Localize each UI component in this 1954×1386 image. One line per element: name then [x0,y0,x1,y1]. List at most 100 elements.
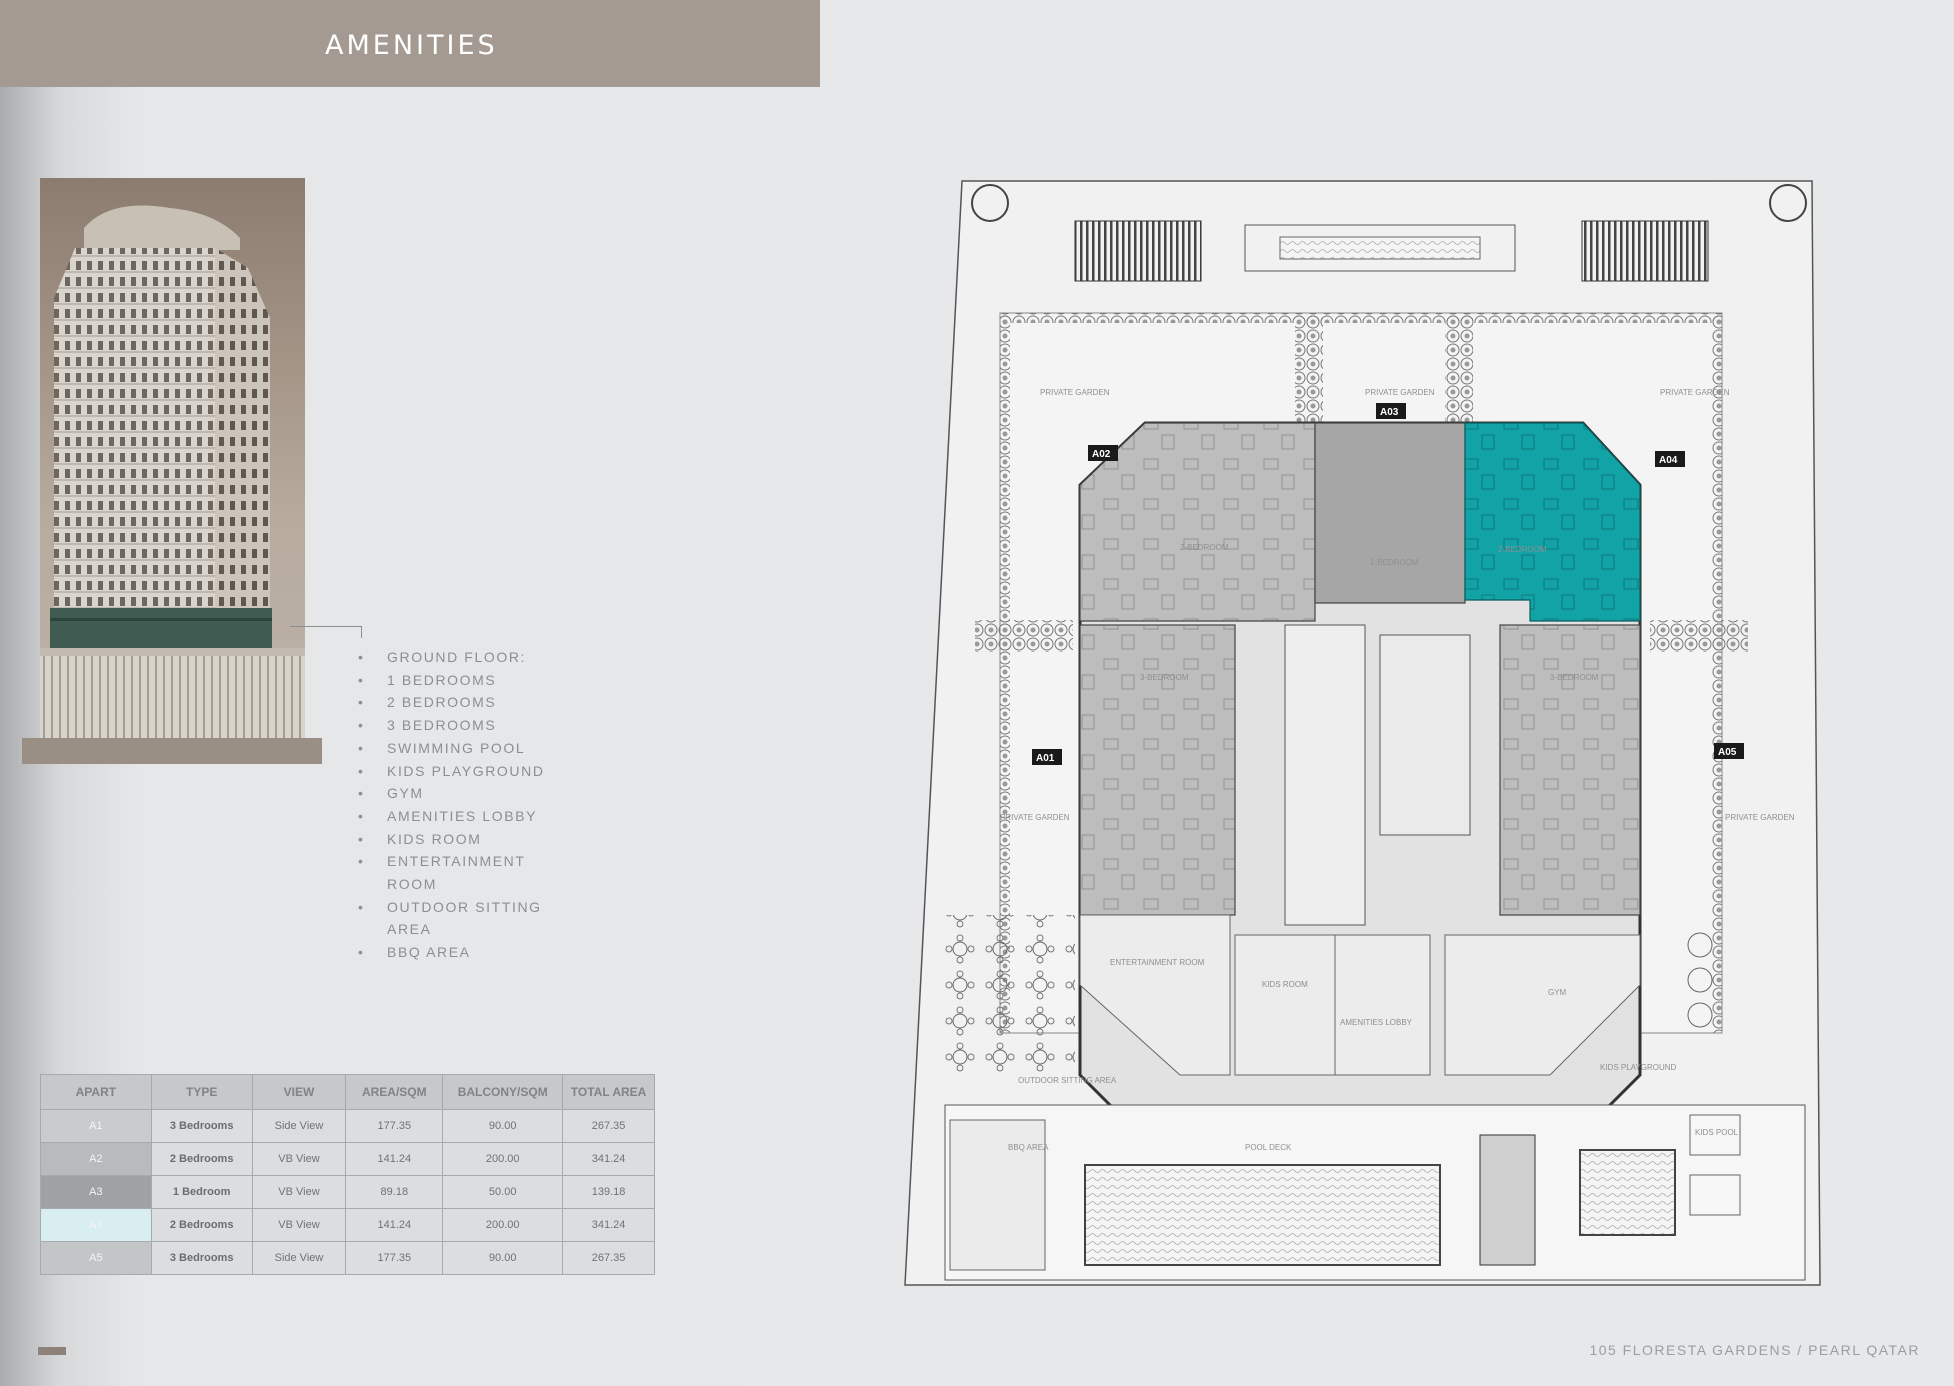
view-cell: VB View [251,1142,347,1176]
playground-equipment-icon [1687,932,1713,958]
label-gym: GYM [1548,988,1567,997]
table-row: A4 2 Bedrooms VB View 141.24 200.00 341.… [40,1208,655,1242]
kids-pool [1579,1149,1676,1236]
view-cell: Side View [251,1109,347,1143]
total-cell: 267.35 [562,1241,655,1275]
list-item: 3 BEDROOMS [358,714,578,737]
label-three-bedroom: 3-BEDROOM [1140,673,1189,682]
label-kids-pool: KIDS POOL [1695,1128,1739,1137]
bbq-area [949,1119,1046,1271]
hedge [1000,313,1010,1033]
apart-cell: A3 [40,1175,152,1209]
pergola-right [1581,220,1709,282]
type-cell: 2 Bedrooms [150,1208,253,1242]
list-item: KIDS PLAYGROUND [358,760,578,783]
water-feature [1244,224,1516,272]
floor-plan: PRIVATE GARDEN PRIVATE GARDEN PRIVATE GA… [904,180,1821,1286]
label-private-garden: PRIVATE GARDEN [1040,388,1110,397]
label-entertainment-room: ENTERTAINMENT ROOM [1110,958,1205,967]
hedge [1000,313,1722,323]
column-header-area: AREA/SQM [345,1074,444,1110]
column-header-apart: APART [40,1074,152,1110]
hedge [975,620,1073,652]
column-header-total: TOTAL AREA [562,1074,655,1110]
balcony-cell: 50.00 [442,1175,564,1209]
planter [1689,1114,1741,1156]
list-item: 2 BEDROOMS [358,691,578,714]
outdoor-sitting-tables [945,915,1075,1075]
label-private-garden: PRIVATE GARDEN [1660,388,1730,397]
apart-cell: A5 [40,1241,152,1275]
column-header-view: VIEW [251,1074,347,1110]
apartment-a05 [1499,624,1641,916]
apartment-a01 [1079,624,1236,916]
apart-cell: A2 [40,1142,152,1176]
apartment-a02 [1079,422,1316,622]
list-item: GYM [358,782,578,805]
core-stairs [1284,624,1366,926]
list-item: BBQ AREA [358,941,578,964]
legend-connector [290,626,362,627]
unit-tag-a02: A02 [1088,445,1118,461]
hedge [1445,313,1473,423]
label-private-garden: PRIVATE GARDEN [1725,813,1795,822]
legend-connector-tick [361,626,362,638]
area-cell: 177.35 [345,1241,444,1275]
view-cell: VB View [251,1175,347,1209]
list-item: ENTERTAINMENT ROOM [358,850,578,895]
label-private-garden: PRIVATE GARDEN [1365,388,1435,397]
apart-cell: A4 [40,1208,152,1242]
footer-page-mark [38,1347,66,1355]
pergola-left [1074,220,1202,282]
label-two-bedroom: 2-BEDROOM [1180,543,1229,552]
apart-cell: A1 [40,1109,152,1143]
area-cell: 141.24 [345,1208,444,1242]
label-three-bedroom: 3-BEDROOM [1550,673,1599,682]
tree-icon [971,184,1009,222]
core-lifts [1379,634,1471,836]
svg-text:A01: A01 [1036,753,1055,764]
type-cell: 3 Bedrooms [150,1241,253,1275]
balcony-cell: 90.00 [442,1241,564,1275]
table-row: A3 1 Bedroom VB View 89.18 50.00 139.18 [40,1175,655,1209]
planter [1689,1174,1741,1216]
type-cell: 1 Bedroom [150,1175,253,1209]
units-table: APART TYPE VIEW AREA/SQM BALCONY/SQM TOT… [40,1074,655,1275]
label-kids-room: KIDS ROOM [1262,980,1308,989]
kids-room [1234,934,1336,1076]
hedge [1712,313,1722,1033]
total-cell: 139.18 [562,1175,655,1209]
balcony-cell: 200.00 [442,1142,564,1176]
label-amenities-lobby: AMENITIES LOBBY [1340,1018,1413,1027]
pool-stairs [1479,1134,1536,1266]
gym [1444,934,1641,1076]
unit-tag-a04: A04 [1655,451,1685,467]
type-cell: 3 Bedrooms [150,1109,253,1143]
unit-tag-a03: A03 [1376,403,1406,419]
hedge [1650,620,1748,652]
amenities-list: GROUND FLOOR: 1 BEDROOMS 2 BEDROOMS 3 BE… [358,646,578,964]
apartment-a04 [1464,422,1641,622]
column-header-balcony: BALCONY/SQM [442,1074,564,1110]
unit-tag-a05: A05 [1714,743,1744,759]
balcony-cell: 90.00 [442,1109,564,1143]
view-cell: VB View [251,1208,347,1242]
list-item: KIDS ROOM [358,828,578,851]
building-photo [40,178,305,744]
total-cell: 341.24 [562,1208,655,1242]
table-row: A5 3 Bedrooms Side View 177.35 90.00 267… [40,1241,655,1275]
svg-text:A05: A05 [1718,747,1737,758]
footer-text: 105 FLORESTA GARDENS / PEARL QATAR [1589,1342,1920,1358]
list-item: GROUND FLOOR: [358,646,578,669]
entertainment-room [1079,914,1231,1076]
page-title: AMENITIES [325,30,498,61]
label-pool-deck: POOL DECK [1245,1143,1292,1152]
list-item: OUTDOOR SITTING AREA [358,896,578,941]
total-cell: 341.24 [562,1142,655,1176]
header-band: AMENITIES [0,0,820,87]
balcony-cell: 200.00 [442,1208,564,1242]
playground-equipment-icon [1687,967,1713,993]
list-item: 1 BEDROOMS [358,669,578,692]
table-row: A2 2 Bedrooms VB View 141.24 200.00 341.… [40,1142,655,1176]
swimming-pool [1084,1164,1441,1266]
